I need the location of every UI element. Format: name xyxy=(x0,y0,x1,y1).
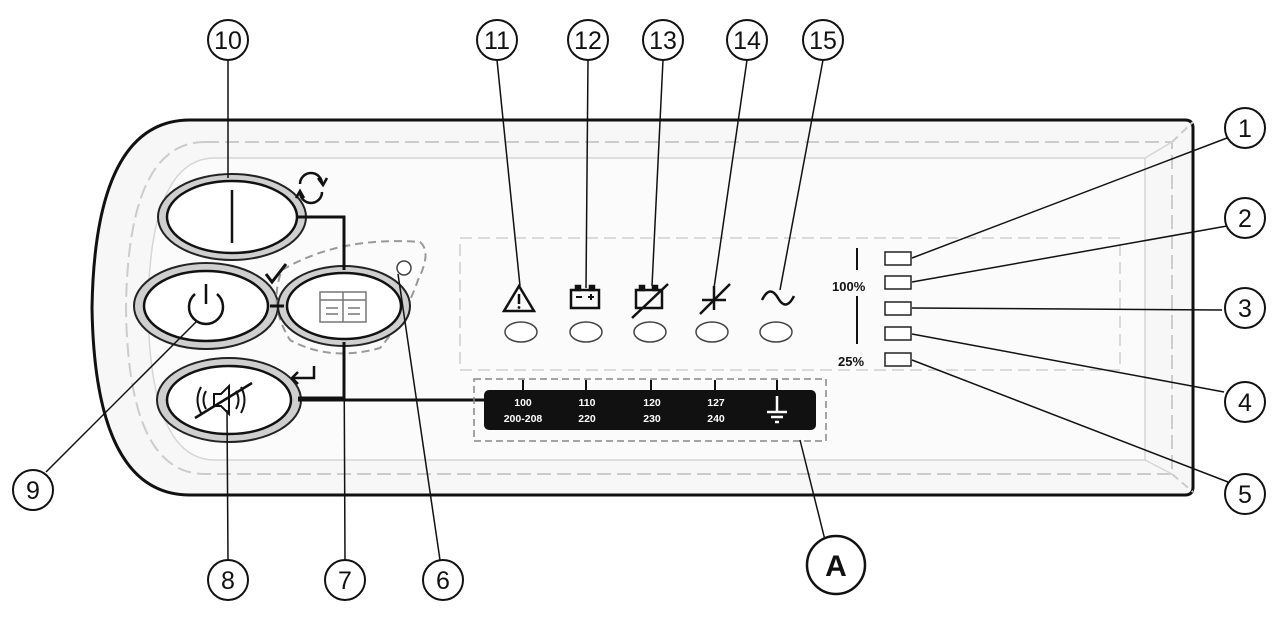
callout-15-label: 15 xyxy=(809,27,837,55)
load-scale-top-label: 100% xyxy=(832,279,866,294)
callout-10: 10 xyxy=(207,19,249,61)
callout-2: 2 xyxy=(1224,197,1266,239)
checkmark-icon xyxy=(264,263,288,285)
cycle-arrows-icon xyxy=(294,171,329,205)
ac-input-indicator xyxy=(759,290,796,343)
callout-3-label: 3 xyxy=(1238,295,1252,323)
voltage-110-bottom: 220 xyxy=(578,413,596,425)
menu-button[interactable] xyxy=(277,265,411,347)
battery-fault-led xyxy=(633,321,667,343)
callout-9: 9 xyxy=(12,469,54,511)
warning-triangle-icon xyxy=(501,283,537,313)
callout-1: 1 xyxy=(1224,107,1266,149)
standby-button[interactable] xyxy=(133,262,279,350)
voltage-strip xyxy=(484,390,816,430)
callout-7: 7 xyxy=(324,559,366,601)
alarm-led xyxy=(504,321,538,343)
buzzer-mute-icon xyxy=(194,381,253,420)
callout-12-label: 12 xyxy=(574,27,602,55)
load-led-5 xyxy=(884,352,912,367)
callout-8-label: 8 xyxy=(221,567,235,595)
callout-9-label: 9 xyxy=(26,477,40,505)
load-scale-bottom-label: 25% xyxy=(838,354,864,369)
load-led-1 xyxy=(884,251,912,266)
voltage-110-top: 110 xyxy=(579,397,596,409)
voltage-strip-surround xyxy=(473,378,827,442)
callout-15: 15 xyxy=(802,19,844,61)
callout-7-label: 7 xyxy=(338,567,352,595)
power-standby-icon xyxy=(187,284,225,326)
bypass-led xyxy=(695,321,729,343)
callout-A: A xyxy=(805,534,867,596)
voltage-127-top: 127 xyxy=(707,397,725,409)
ac-input-led xyxy=(759,321,793,343)
battery-led xyxy=(569,321,603,343)
callout-13: 13 xyxy=(642,19,684,61)
callout-14-label: 14 xyxy=(733,27,761,55)
callout-10-label: 10 xyxy=(214,27,242,55)
voltage-100-bottom: 200-208 xyxy=(504,413,543,425)
voltage-120-bottom: 230 xyxy=(643,413,661,425)
voltage-127-bottom: 240 xyxy=(707,413,725,425)
voltage-127: 127 240 xyxy=(707,397,725,425)
enter-arrow-icon xyxy=(290,366,316,385)
buzzer-button[interactable] xyxy=(156,357,302,443)
bypass-indicator xyxy=(695,283,731,343)
load-led-2 xyxy=(884,275,912,290)
callout-3: 3 xyxy=(1224,287,1266,329)
callout-6-label: 6 xyxy=(436,567,450,595)
callout-12: 12 xyxy=(567,19,609,61)
voltage-strip-ticks xyxy=(522,380,778,390)
voltage-110: 110 220 xyxy=(578,397,596,425)
callout-14: 14 xyxy=(726,19,768,61)
callout-6: 6 xyxy=(422,559,464,601)
status-led xyxy=(396,260,412,276)
voltage-120: 120 230 xyxy=(643,397,661,425)
callout-1-label: 1 xyxy=(1238,115,1252,143)
ground-icon xyxy=(767,396,787,424)
callout-8: 8 xyxy=(207,559,249,601)
load-led-3 xyxy=(884,301,912,316)
battery-indicator xyxy=(569,284,603,343)
callout-11: 11 xyxy=(476,19,518,61)
callout-4-label: 4 xyxy=(1238,389,1252,417)
battery-fault-indicator xyxy=(631,283,669,343)
callout-4: 4 xyxy=(1224,381,1266,423)
alarm-indicator xyxy=(501,283,538,343)
callout-11-label: 11 xyxy=(484,27,510,55)
battery-icon xyxy=(569,284,601,310)
leader-lines xyxy=(45,59,1229,561)
voltage-100-top: 100 xyxy=(514,397,532,409)
bypass-icon xyxy=(699,283,731,315)
callout-5-label: 5 xyxy=(1238,481,1252,509)
battery-crossed-icon xyxy=(631,283,669,319)
callout-2-label: 2 xyxy=(1238,205,1252,233)
on-button[interactable] xyxy=(157,173,307,261)
load-led-4 xyxy=(884,326,912,341)
menu-card-icon xyxy=(319,291,367,323)
callout-5: 5 xyxy=(1224,473,1266,515)
callout-13-label: 13 xyxy=(649,27,677,55)
load-level-bargraph: 100% 25% xyxy=(832,248,912,369)
sine-wave-icon xyxy=(760,290,796,306)
voltage-100: 100 200-208 xyxy=(504,397,543,425)
callout-A-label: A xyxy=(825,550,847,583)
voltage-120-top: 120 xyxy=(643,397,661,409)
